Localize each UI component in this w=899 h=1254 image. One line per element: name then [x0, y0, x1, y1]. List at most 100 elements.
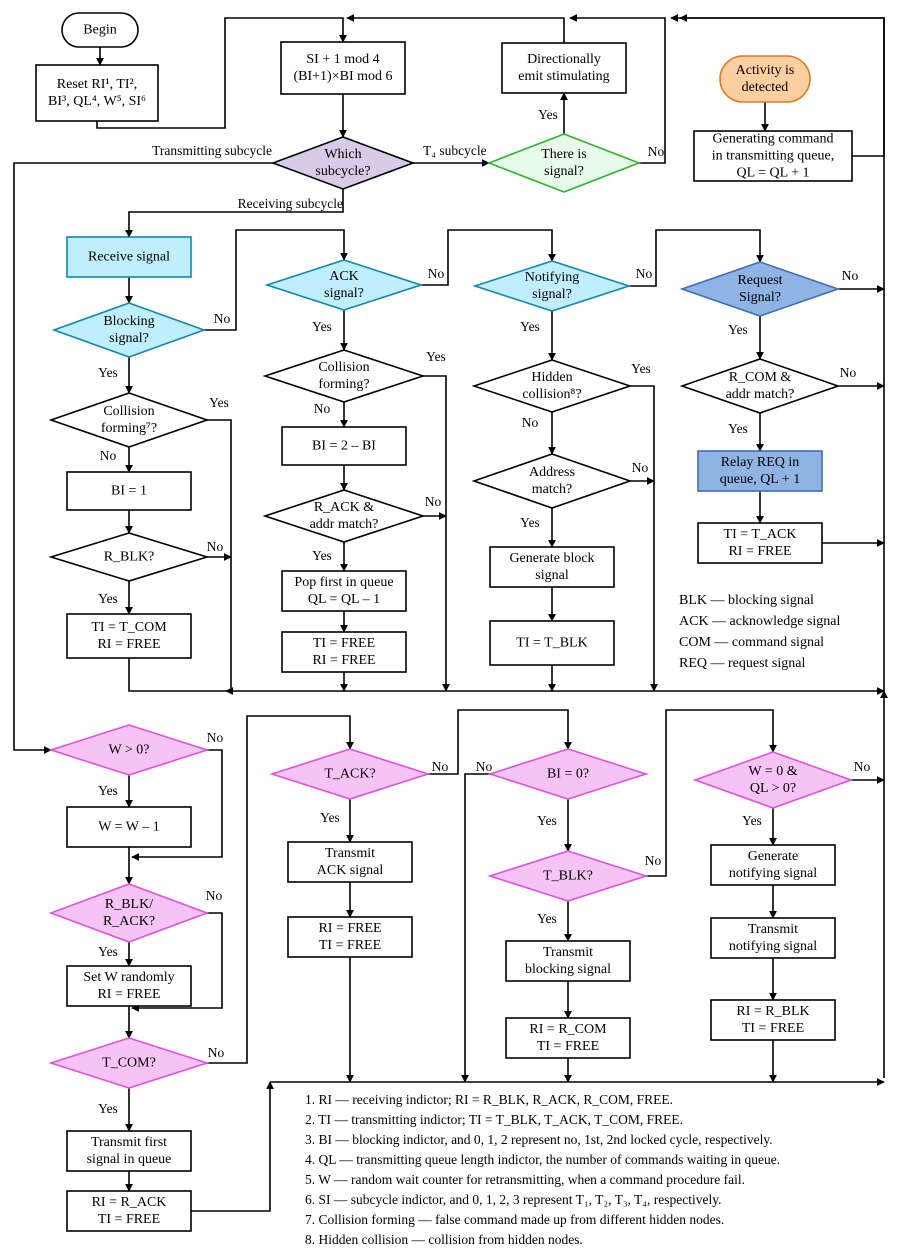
node-text: Notifying: [525, 270, 579, 285]
node-text: SI + 1 mod 4: [306, 52, 379, 67]
node-text: BI = 2 – BI: [312, 439, 376, 454]
node-text: W > 0?: [108, 743, 149, 758]
node-text: Hidden: [531, 370, 572, 385]
connector-9: [13, 162, 273, 754]
node-text: Receive signal: [88, 250, 170, 265]
node-text: R_ACK &: [314, 500, 374, 515]
edge-label-no: No: [208, 1045, 225, 1060]
node-text: Directionally: [527, 52, 601, 67]
legend-item: ACK –– acknowledge signal: [679, 614, 840, 629]
node-text: TI = FREE: [537, 1039, 599, 1054]
connector-55: [428, 709, 572, 775]
connector-5: [346, 14, 565, 43]
node-text: QL > 0?: [750, 781, 796, 796]
edge-label-yes: Yes: [209, 395, 229, 410]
node-text: R_BLK/: [105, 897, 153, 912]
node-setw: Set W randomly RI = FREE: [66, 965, 192, 1007]
edge-label-yes: Yes: [537, 911, 557, 926]
node-begin: Begin: [61, 12, 139, 48]
node-text: (BI+1)×BI mod 6: [293, 69, 392, 84]
node-text: TI = FREE: [742, 1021, 804, 1036]
node-text: BI = 0?: [547, 767, 589, 782]
node-text: signal in queue: [87, 1152, 172, 1167]
node-text: TI = T_ACK: [724, 527, 797, 542]
edge-label-no: No: [100, 448, 117, 463]
node-text: signal?: [544, 164, 584, 179]
node-text: forming?: [318, 377, 369, 392]
edge-label-no: No: [645, 853, 662, 868]
node-tack: T_ACK?: [269, 748, 431, 800]
edge-label-no: No: [425, 494, 442, 509]
node-text: RI = R_BLK: [736, 1004, 809, 1019]
node-text: signal?: [109, 331, 149, 346]
node-text: Pop first in queue: [294, 575, 393, 590]
edge-label-no: No: [842, 268, 859, 283]
edge-label-receiving-subcycle: Receiving subcycle: [238, 196, 343, 211]
node-text: signal?: [324, 286, 364, 301]
connector-20: [421, 229, 556, 286]
node-wdec: W = W – 1: [66, 806, 192, 848]
edge-label-no: No: [432, 759, 449, 774]
node-bi2: BI = 2 – BI: [281, 426, 407, 466]
connector-46: [131, 749, 223, 861]
node-relay: Relay REQ in queue, QL + 1: [697, 450, 823, 492]
node-w0: W > 0?: [48, 724, 210, 776]
connector-51: [207, 715, 354, 1064]
edge-label-yes: Yes: [98, 365, 118, 380]
node-text: detected: [742, 80, 789, 95]
node-text: signal: [535, 568, 569, 583]
node-text: Transmit: [543, 945, 593, 960]
footnotes: 1. RI — receiving indictor; RI = R_BLK, …: [305, 1092, 780, 1247]
connector-48: [131, 912, 223, 1012]
node-activity: Activity is detected: [719, 55, 811, 103]
node-text: Generate: [748, 849, 799, 864]
node-text: RI = FREE: [97, 987, 160, 1002]
edge-label-no: No: [648, 144, 665, 159]
node-text: Relay REQ in: [721, 455, 800, 470]
node-text: Blocking: [103, 314, 154, 329]
edge-label-yes: Yes: [98, 944, 118, 959]
legend-item: BLK –– blocking signal: [679, 593, 814, 608]
connector-60: [461, 773, 490, 1083]
node-text: Set W randomly: [83, 970, 174, 985]
node-text: Activity is: [736, 63, 795, 78]
node-rblk: R_BLK?: [48, 532, 210, 582]
edge-label-no: No: [522, 415, 539, 430]
connector-19: [128, 658, 885, 695]
node-text: RI = FREE: [728, 544, 791, 559]
edge-label-yes: Yes: [537, 813, 557, 828]
footnote: 2. TI — transmitting indictor; TI = T_BL…: [305, 1112, 683, 1127]
node-reset: Reset RI¹, TI²,BI³, QL⁴, W⁵, SI⁶: [35, 64, 159, 122]
connector-6: [569, 14, 666, 164]
edge-label-yes: Yes: [98, 1101, 118, 1116]
connectors: [13, 14, 888, 1212]
node-text: notifying signal: [729, 939, 817, 954]
node-text: W = W – 1: [98, 820, 160, 835]
node-text: RI = R_COM: [529, 1022, 607, 1037]
edge-label-no: No: [854, 759, 871, 774]
footnote: 6. SI — subcycle indictor, and 0, 1, 2, …: [305, 1192, 721, 1207]
edge-label-yes: Yes: [631, 361, 651, 376]
edge-label-no: No: [840, 365, 857, 380]
node-tcom: T_COM?: [48, 1037, 210, 1089]
node-bi1: BI = 1: [66, 471, 192, 511]
node-text: queue, QL + 1: [720, 472, 800, 487]
edge-label-yes: Yes: [320, 810, 340, 825]
node-rcom: R_COM &addr match?: [679, 358, 841, 414]
connector-1: [96, 17, 347, 129]
node-text: Transmit: [325, 846, 375, 861]
node-text: BI³, QL⁴, W⁵, SI⁶: [48, 94, 146, 109]
node-ti-tack: TI = T_ACK RI = FREE: [697, 522, 823, 564]
node-tblk: T_BLK?: [487, 850, 649, 902]
